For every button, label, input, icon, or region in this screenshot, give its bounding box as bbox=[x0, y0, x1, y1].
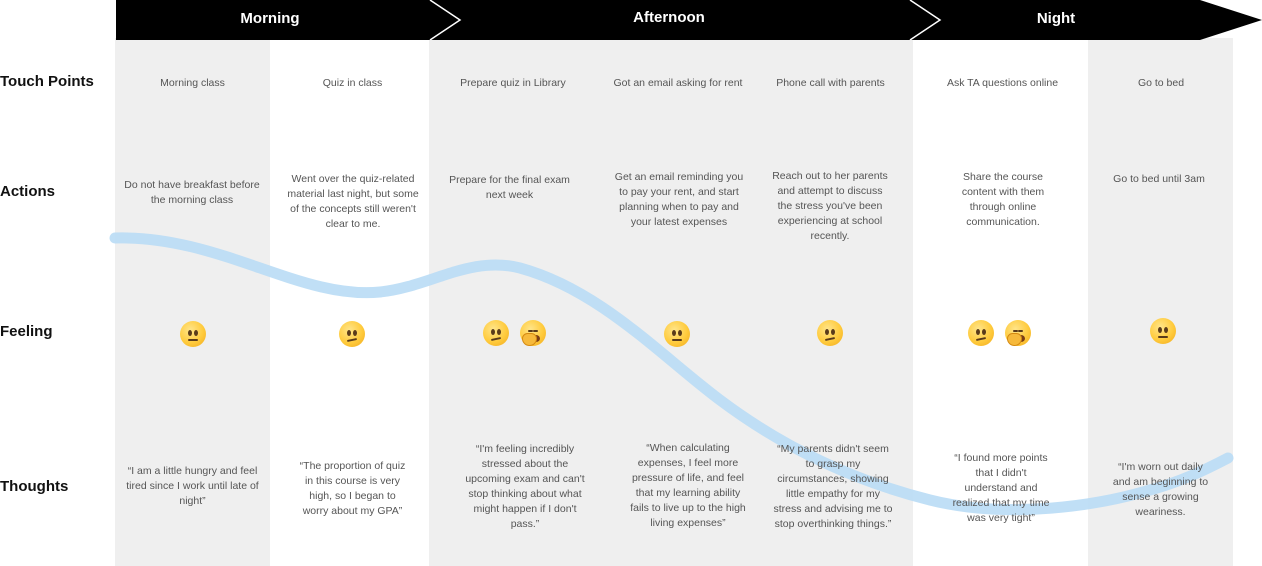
yawning-face-icon bbox=[520, 320, 546, 346]
thought-text: “I'm feeling incredibly stressed about t… bbox=[465, 443, 585, 530]
action-text: Go to bed until 3am bbox=[1113, 173, 1205, 185]
yawning-face-icon bbox=[1005, 320, 1031, 346]
action-text: Went over the quiz-related material last… bbox=[287, 173, 419, 230]
timeline-arrow bbox=[116, 0, 1262, 40]
thought-text: “I found more points that I didn't under… bbox=[952, 452, 1050, 524]
row-label-touch-points: Touch Points bbox=[0, 73, 94, 90]
action-text: Reach out to her parents and attempt to … bbox=[772, 170, 888, 242]
neutral-face-icon bbox=[180, 321, 206, 347]
touch-point: Got an email asking for rent bbox=[613, 77, 743, 89]
action-text: Prepare for the final exam next week bbox=[449, 174, 570, 201]
neutral-face-icon bbox=[1150, 318, 1176, 344]
thought-text: “The proportion of quiz in this course i… bbox=[299, 460, 406, 517]
confused-face-icon bbox=[968, 320, 994, 346]
touch-point: Ask TA questions online bbox=[946, 77, 1059, 89]
touch-point: Prepare quiz in Library bbox=[460, 77, 566, 89]
confused-face-icon bbox=[817, 320, 843, 346]
action-text: Share the course content with them throu… bbox=[961, 171, 1045, 228]
row-label-feeling: Feeling bbox=[0, 323, 53, 340]
confused-face-icon bbox=[339, 321, 365, 347]
thought-text: “When calculating expenses, I feel more … bbox=[630, 442, 746, 529]
action-text: Get an email reminding you to pay your r… bbox=[614, 171, 744, 228]
phase-divider-2 bbox=[909, 0, 942, 40]
thought-text: “I am a little hungry and feel tired sin… bbox=[126, 465, 259, 507]
row-label-actions: Actions bbox=[0, 183, 56, 200]
thought-text: “My parents didn't seem to grasp my circ… bbox=[773, 443, 893, 530]
row-label-thoughts: Thoughts bbox=[0, 478, 69, 495]
phase-night: Night bbox=[1036, 10, 1076, 27]
phase-divider-1 bbox=[429, 0, 462, 40]
touch-point: Go to bed bbox=[1137, 77, 1185, 89]
neutral-face-icon bbox=[664, 321, 690, 347]
action-text: Do not have breakfast before the morning… bbox=[124, 179, 260, 206]
phase-morning: Morning bbox=[240, 10, 300, 27]
touch-point: Quiz in class bbox=[322, 77, 383, 89]
arrow-body bbox=[116, 0, 1262, 40]
touch-point: Morning class bbox=[160, 77, 225, 89]
thought-text: “I'm worn out daily and am beginning to … bbox=[1112, 461, 1209, 518]
confused-face-icon bbox=[483, 320, 509, 346]
touch-point: Phone call with parents bbox=[776, 77, 885, 89]
phase-afternoon: Afternoon bbox=[633, 9, 705, 26]
